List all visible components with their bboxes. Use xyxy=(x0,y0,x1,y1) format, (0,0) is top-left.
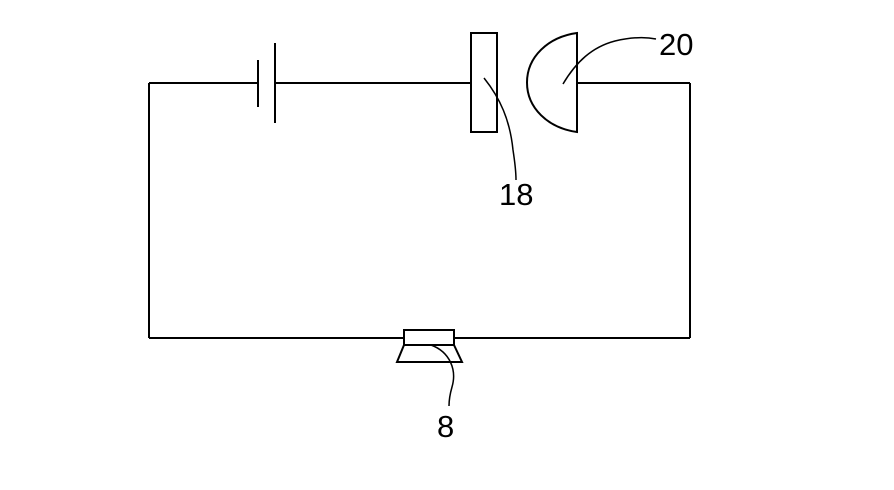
buzzer-horn xyxy=(395,344,464,363)
leader-line-8 xyxy=(430,344,455,407)
contact-plate xyxy=(470,32,498,133)
leader-line-20 xyxy=(562,36,657,85)
buzzer-body xyxy=(403,329,455,346)
label-18: 18 xyxy=(499,177,533,212)
circuit-wires xyxy=(148,82,691,339)
leader-line-18 xyxy=(483,77,517,181)
label-20: 20 xyxy=(659,27,693,62)
label-8: 8 xyxy=(437,409,454,444)
buzzer-symbol xyxy=(395,329,464,363)
battery-symbol xyxy=(257,43,276,123)
dome-contact xyxy=(525,31,578,134)
